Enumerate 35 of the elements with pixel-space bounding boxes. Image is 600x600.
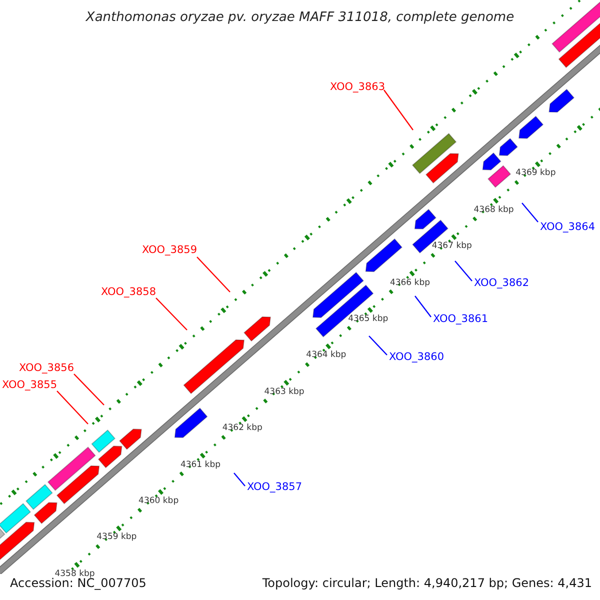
scale-label: 4366 kbp bbox=[390, 278, 430, 288]
leader-line bbox=[56, 390, 88, 424]
title: Xanthomonas oryzae pv. oryzae MAFF 311018, complete genome bbox=[84, 11, 516, 24]
leader-line bbox=[522, 202, 538, 222]
scale-label: 4361 kbp bbox=[180, 460, 220, 470]
leader-line bbox=[414, 296, 432, 318]
gene-label: XOO_3862 bbox=[474, 278, 530, 288]
gene-label: XOO_3861 bbox=[433, 314, 488, 324]
leader-line bbox=[156, 298, 188, 330]
footer-text: Topology: circular; Length: 4,940,217 bp; Genes: 4,431 bbox=[262, 577, 592, 589]
leader-line bbox=[196, 256, 230, 292]
gene-label: XOO_3857 bbox=[247, 482, 302, 492]
gene-label: XOO_3856 bbox=[19, 363, 74, 374]
leader-line bbox=[234, 472, 246, 486]
gene-label: XOO_3858 bbox=[101, 287, 156, 298]
footer-text: Accession: NC_007705 bbox=[10, 577, 146, 589]
scale-label: 4362 kbp bbox=[222, 424, 262, 433]
leader-line bbox=[454, 260, 472, 282]
scale-label: 4367 kbp bbox=[432, 242, 472, 251]
gene-label: XOO_3859 bbox=[142, 245, 198, 256]
scale-label: 4364 kbp bbox=[306, 351, 346, 360]
scale-label: 4358 kbp bbox=[54, 570, 95, 578]
gene-label: XOO_3864 bbox=[540, 222, 596, 232]
gene-label: XOO_3855 bbox=[2, 380, 58, 390]
gene-label: XOO_3860 bbox=[389, 352, 444, 362]
leader-line bbox=[74, 374, 104, 406]
scale-label: 4369 kbp bbox=[516, 169, 556, 178]
scale-label: 4363 kbp bbox=[264, 388, 304, 396]
gene-label: XOO_3863 bbox=[330, 82, 386, 92]
scale-label: 4360 kbp bbox=[138, 497, 179, 506]
scale-label: 4359 kbp bbox=[96, 533, 137, 542]
scale-label: 4365 kbp bbox=[348, 315, 388, 324]
leader-line bbox=[368, 336, 388, 356]
leader-line bbox=[384, 90, 414, 130]
scale-label: 4368 kbp bbox=[474, 206, 514, 214]
